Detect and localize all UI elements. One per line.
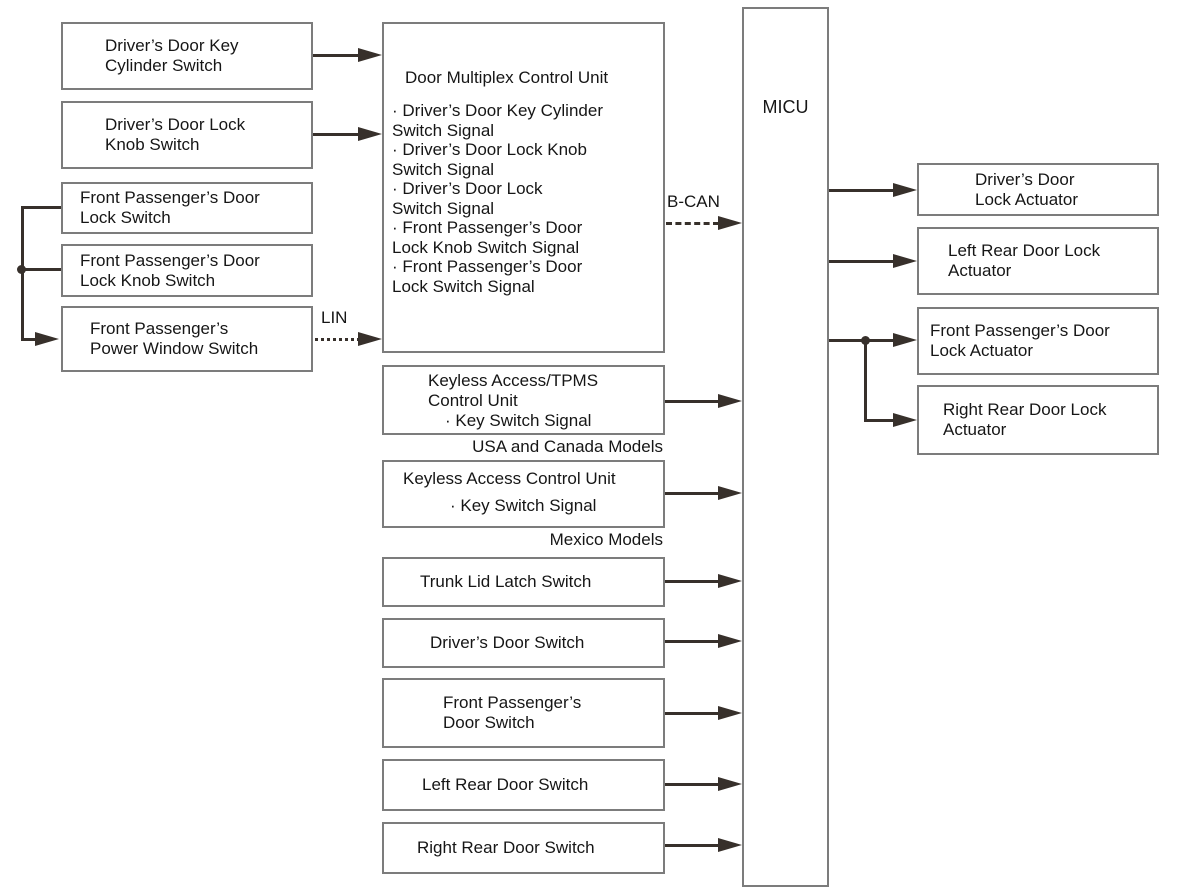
box-left-rear-door-switch: Left Rear Door Switch <box>382 759 665 811</box>
arrowhead-lock-knob-to-dmcu <box>358 127 382 141</box>
connector-lock-knob-switch-branch <box>21 268 61 271</box>
connector-lin-bus <box>315 338 360 341</box>
box-door-multiplex-control-unit: Door Multiplex Control Unit · Driver’s D… <box>382 22 665 353</box>
arrowhead-keyless-tpms-to-micu <box>718 394 742 408</box>
connector-right-rear-door-switch-to-micu <box>665 844 720 847</box>
box-right-rear-door-switch: Right Rear Door Switch <box>382 822 665 874</box>
arrowhead-micu-to-front-passenger-actuator <box>893 333 917 347</box>
connector-lock-switch-branch <box>21 206 61 209</box>
arrowhead-left-rear-door-switch-to-micu <box>718 777 742 791</box>
connector-micu-to-right-rear-actuator <box>864 419 895 422</box>
box-drivers-door-switch: Driver’s Door Switch <box>382 618 665 668</box>
connector-lock-knob-to-dmcu <box>313 133 359 136</box>
box-label: Right Rear Door Switch <box>417 838 595 857</box>
arrowhead-lin-bus <box>358 332 382 346</box>
arrowhead-front-passengers-door-switch-to-micu <box>718 706 742 720</box>
label-lin-bus: LIN <box>321 308 348 327</box>
connector-micu-to-drivers-door-actuator <box>829 189 894 192</box>
arrowhead-right-rear-door-switch-to-micu <box>718 838 742 852</box>
box-label: Keyless Access Control Unit· Key Switch … <box>403 469 616 515</box>
dmcu-title: Door Multiplex Control Unit <box>405 68 609 87</box>
connector-left-rear-door-switch-to-micu <box>665 783 720 786</box>
connector-keyless-access-to-micu <box>665 492 720 495</box>
box-keyless-access-control-unit: Keyless Access Control Unit· Key Switch … <box>382 460 665 528</box>
connector-bcan-bus <box>666 222 719 225</box>
arrowhead-micu-to-left-rear-actuator <box>893 254 917 268</box>
arrowhead-drivers-door-switch-to-micu <box>718 634 742 648</box>
connector-key-cylinder-to-dmcu <box>313 54 359 57</box>
arrowhead-micu-to-drivers-door-actuator <box>893 183 917 197</box>
arrowhead-bcan-bus <box>718 216 742 230</box>
connector-keyless-tpms-to-micu <box>665 400 720 403</box>
junction-dot-left-bracket <box>17 265 26 274</box>
arrowhead-micu-to-right-rear-actuator <box>893 413 917 427</box>
box-trunk-lid-latch-switch: Trunk Lid Latch Switch <box>382 557 665 607</box>
connector-micu-to-left-rear-actuator <box>829 260 894 263</box>
box-label: Driver’s Door Switch <box>430 633 585 652</box>
connector-to-power-window-switch <box>21 338 37 341</box>
connector-trunk-lid-to-micu <box>665 580 720 583</box>
caption-usa-canada-models: USA and Canada Models <box>472 437 663 456</box>
box-label: Trunk Lid Latch Switch <box>420 572 592 591</box>
connector-actuator-branch-vertical <box>864 339 867 422</box>
micu-label: MICU <box>762 97 809 117</box>
label-bcan-bus: B-CAN <box>667 192 720 211</box>
arrowhead-to-power-window-switch <box>35 332 59 346</box>
arrowhead-key-cylinder-to-dmcu <box>358 48 382 62</box>
dmcu-content: Door Multiplex Control Unit · Driver’s D… <box>384 24 612 296</box>
connector-drivers-door-switch-to-micu <box>665 640 720 643</box>
arrowhead-keyless-access-to-micu <box>718 486 742 500</box>
caption-mexico-models: Mexico Models <box>549 530 663 549</box>
box-micu: MICU <box>742 7 829 887</box>
connector-front-passengers-door-switch-to-micu <box>665 712 720 715</box>
box-label: Left Rear Door Switch <box>422 775 589 794</box>
arrowhead-trunk-lid-to-micu <box>718 574 742 588</box>
connector-left-bracket-vertical <box>21 207 24 341</box>
